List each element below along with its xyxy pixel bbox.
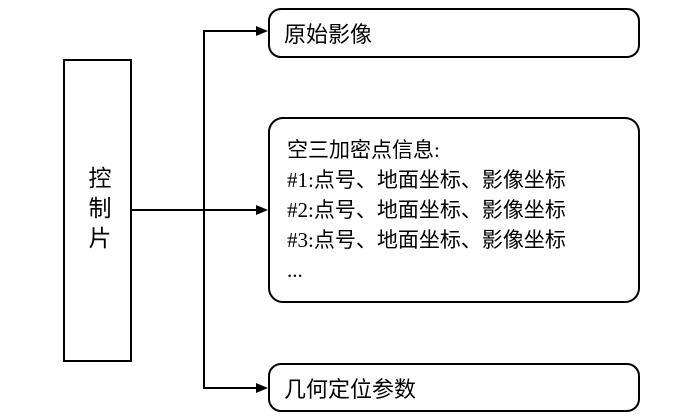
tie-point-info-title: 空三加密点信息: xyxy=(287,138,440,162)
connector-branch-top-line xyxy=(203,30,257,32)
node-original-image-label: 原始影像 xyxy=(284,22,373,47)
node-original-image: 原始影像 xyxy=(268,8,640,58)
node-control-strip-label: 控制片 xyxy=(85,165,110,256)
arrowhead-top-icon xyxy=(256,26,268,36)
node-geo-positioning-params: 几何定位参数 xyxy=(268,363,640,412)
connector-branch-bottom-line xyxy=(203,387,257,389)
tie-point-line-3: #3:点号、地面坐标、影像坐标 xyxy=(287,228,566,252)
connector-branch-middle-line xyxy=(132,209,257,211)
arrowhead-bottom-icon xyxy=(256,383,268,393)
tie-point-line-2: #2:点号、地面坐标、影像坐标 xyxy=(287,198,566,222)
node-tie-point-info: 空三加密点信息: #1:点号、地面坐标、影像坐标 #2:点号、地面坐标、影像坐标… xyxy=(268,117,640,303)
node-geo-positioning-params-label: 几何定位参数 xyxy=(284,376,417,402)
tie-point-line-1: #1:点号、地面坐标、影像坐标 xyxy=(287,168,566,192)
tie-point-ellipsis: ... xyxy=(287,258,303,282)
arrowhead-middle-icon xyxy=(256,205,268,215)
node-control-strip: 控制片 xyxy=(63,59,132,362)
